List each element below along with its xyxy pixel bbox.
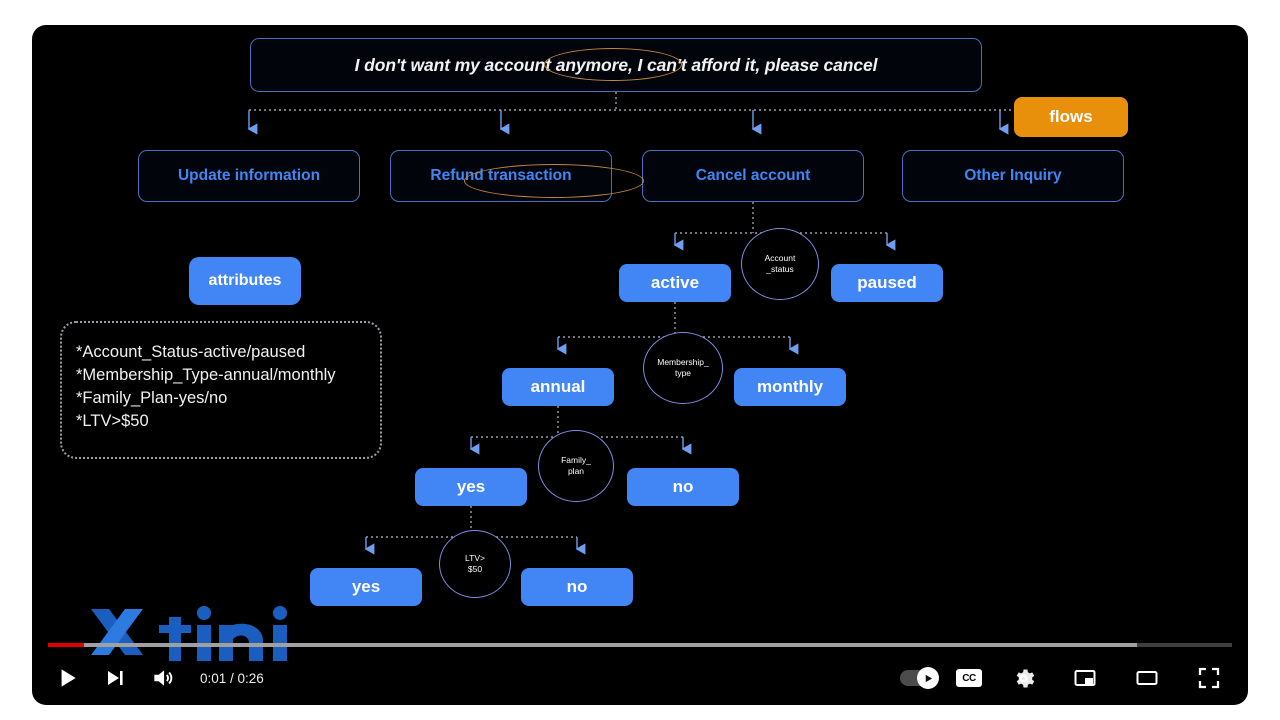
attribute-circle-line2: type [674,368,692,378]
value-pill-ltv-yes[interactable]: yes [310,568,422,606]
attribute-circle-line2: plan [567,466,585,476]
subtitles-button[interactable]: CC [956,669,982,687]
value-label: paused [857,273,917,292]
theater-button[interactable] [1126,657,1168,699]
intent-box-cancel-account[interactable]: Cancel account [642,150,864,202]
value-pill-paused[interactable]: paused [831,264,943,302]
attribute-circle-membership-type: Membership_ type [643,332,723,404]
intent-label: Update information [177,167,321,184]
attribute-circle-line1: Membership_ [657,357,709,367]
value-label: yes [351,577,381,596]
attribute-circle-account-status: Account _status [741,228,819,300]
value-label: no [672,477,694,496]
fullscreen-button[interactable] [1188,657,1230,699]
miniplayer-button[interactable] [1064,657,1106,699]
autoplay-toggle-icon [917,667,939,689]
progress-played [48,643,84,647]
flows-badge-label: flows [1049,107,1093,126]
closed-captions-icon: CC [962,672,976,684]
time-display: 0:01 / 0:26 [200,670,264,686]
play-icon [61,669,76,687]
attribute-circle-line2: _status [766,264,794,274]
value-label: no [566,577,588,596]
flows-badge: flows [1014,97,1128,137]
fullscreen-icon [1198,667,1220,689]
video-player[interactable]: I don't want my account anymore, I can't… [32,25,1248,705]
user-utterance-box: I don't want my account anymore, I can't… [250,38,982,92]
value-label: annual [530,377,586,396]
attribute-circle-line1: LTV> [465,553,485,563]
progress-loaded [48,643,1138,647]
intent-box-update-information[interactable]: Update information [138,150,360,202]
value-label: monthly [756,377,824,396]
autoplay-toggle[interactable] [900,667,939,689]
attribute-line: *Membership_Type-annual/monthly [76,366,336,384]
attribute-line: *Family_Plan-yes/no [76,389,228,407]
attribute-circle-line1: Account [764,253,796,263]
user-utterance-text: I don't want my account anymore, I can't… [354,54,878,75]
controls-left-group: 0:01 / 0:26 [32,657,264,699]
video-stage[interactable]: I don't want my account anymore, I can't… [32,25,1248,705]
value-pill-monthly[interactable]: monthly [734,368,846,406]
attribute-circle-ltv: LTV> $50 [439,530,511,598]
attribute-circle-family-plan: Family_ plan [538,430,614,502]
attribute-line: *LTV>$50 [76,412,149,430]
player-controls[interactable]: 0:01 / 0:26 CC [32,651,1248,705]
intent-box-refund-transaction[interactable]: Refund transaction [390,150,612,202]
flow-diagram: I don't want my account anymore, I can't… [32,25,1248,661]
gear-icon [1016,669,1034,687]
intent-label: Other Inquiry [964,167,1062,184]
value-pill-active[interactable]: active [619,264,731,302]
value-pill-annual[interactable]: annual [502,368,614,406]
controls-right-group: CC [900,657,1248,699]
settings-button[interactable] [1002,657,1044,699]
play-button[interactable] [46,657,88,699]
value-pill-family-plan-yes[interactable]: yes [415,468,527,506]
value-label: yes [456,477,486,496]
intent-label: Refund transaction [430,167,572,184]
intent-label: Cancel account [695,167,811,184]
attribute-line: *Account_Status-active/paused [76,343,306,361]
next-button[interactable] [94,657,136,699]
attributes-pill: attributes [189,257,301,305]
attributes-list-box: *Account_Status-active/paused *Membershi… [60,321,382,459]
attribute-circle-line2: $50 [467,564,483,574]
attributes-pill-label: attributes [208,272,282,289]
attribute-circle-line1: Family_ [561,455,591,465]
volume-icon [154,670,173,686]
theater-mode-icon [1136,671,1158,685]
value-pill-family-plan-no[interactable]: no [627,468,739,506]
value-pill-ltv-no[interactable]: no [521,568,633,606]
next-track-icon [108,671,123,685]
progress-bar[interactable] [48,643,1232,647]
volume-button[interactable] [142,657,184,699]
value-label: active [650,273,700,292]
miniplayer-icon [1074,670,1096,686]
play-icon-small [925,674,932,682]
intent-box-other-inquiry[interactable]: Other Inquiry [902,150,1124,202]
